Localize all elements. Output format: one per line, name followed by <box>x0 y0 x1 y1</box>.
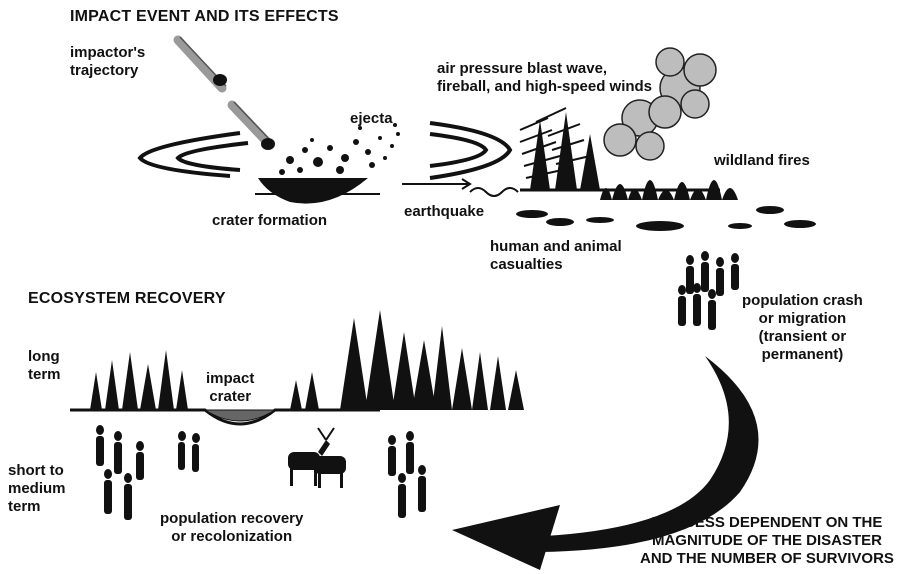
return-arrow <box>452 356 759 570</box>
population-recovery-label: population recovery or recolonization <box>160 510 304 545</box>
population-crash-label: population crash or migration (transient… <box>742 292 863 363</box>
impactor-trajectory-label: impactor's trajectory <box>70 44 146 79</box>
smoke-cloud <box>603 47 717 161</box>
blasted-trees <box>530 112 600 190</box>
crater-ejecta <box>255 123 400 204</box>
blast-wave-label: air pressure blast wave, fireball, and h… <box>437 60 653 95</box>
recovery-forest-right <box>290 310 524 410</box>
casualties-label: human and animal casualties <box>490 238 622 273</box>
wildland-fires <box>600 180 738 200</box>
recovery-crater <box>70 408 380 426</box>
elk <box>288 427 346 488</box>
process-note: PROCESS DEPENDENT ON THE MAGNITUDE OF TH… <box>640 514 894 567</box>
casualties <box>516 206 816 231</box>
fleeing-population <box>678 251 739 330</box>
recovery-forest-left <box>90 350 188 410</box>
ecosystem-recovery-heading: ECOSYSTEM RECOVERY <box>28 290 226 307</box>
earthquake-label: earthquake <box>404 203 485 220</box>
short-medium-term-label: short to medium term <box>8 462 66 515</box>
impactor-meteor-lower <box>227 100 275 150</box>
ejecta-label: ejecta <box>350 110 393 127</box>
shock-wave-left <box>137 131 249 178</box>
impact-event-heading: IMPACT EVENT AND ITS EFFECTS <box>70 8 339 25</box>
shock-wave-right <box>429 121 513 180</box>
recovery-population-right <box>388 431 426 518</box>
recovery-population-middle <box>178 431 200 472</box>
wildland-fires-label: wildland fires <box>714 152 810 169</box>
crater-formation-label: crater formation <box>212 212 328 229</box>
long-term-label: long term <box>28 348 61 383</box>
impactor-meteor-upper <box>173 35 227 93</box>
earthquake-arrow <box>402 178 519 197</box>
impact-crater-label: impact crater <box>206 370 255 405</box>
recovery-population-left <box>96 425 144 520</box>
